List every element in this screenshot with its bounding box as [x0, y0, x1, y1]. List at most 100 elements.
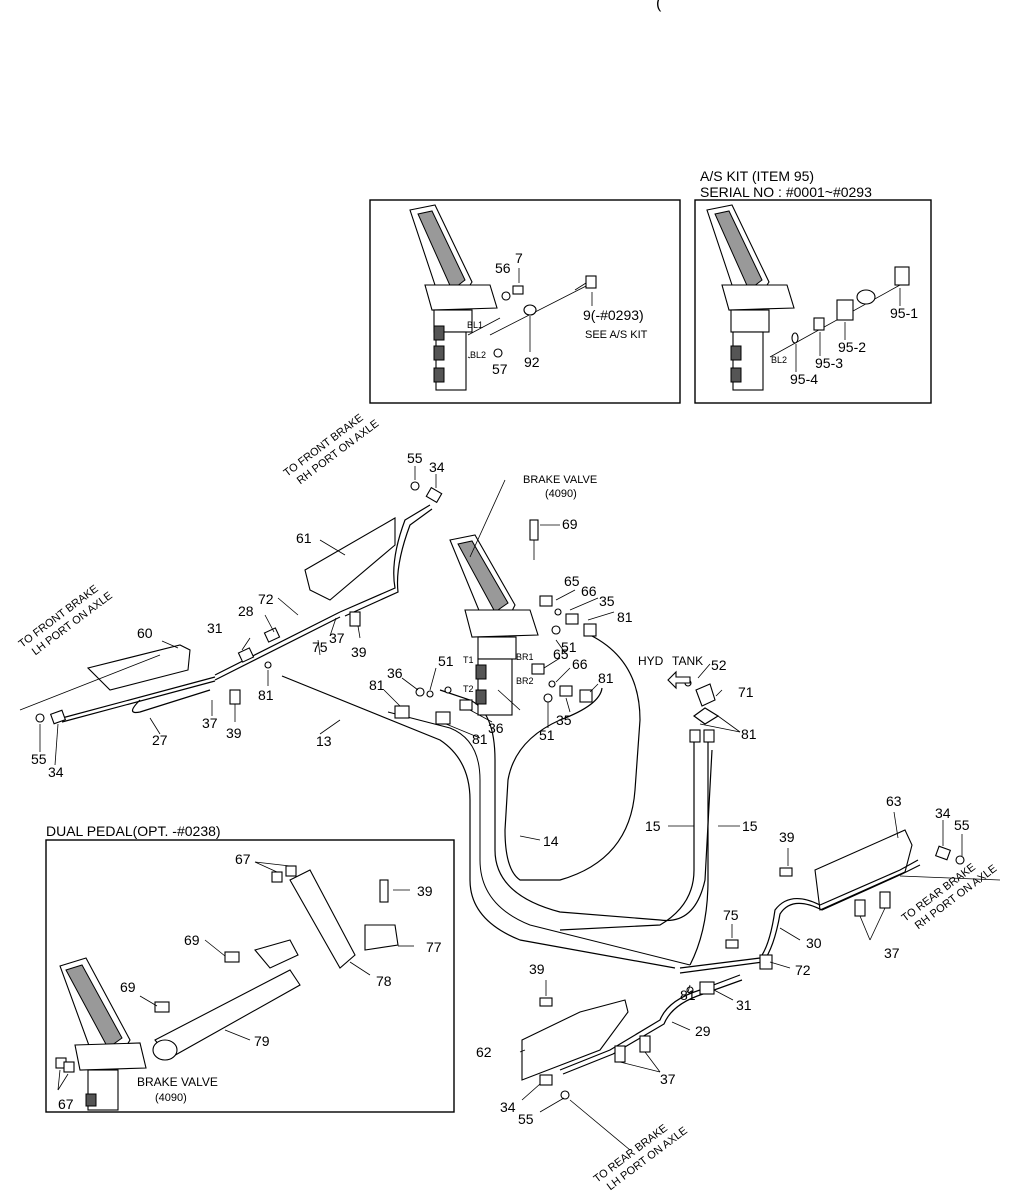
brake-valve-detail-inset: 56 7 9(-#0293) SEE A/S KIT BL1 BL2 57 92: [369, 199, 681, 404]
callout-56: 56: [495, 260, 511, 276]
callout: 51: [539, 727, 555, 743]
label-tank: TANK: [672, 654, 703, 668]
dual-brake-valve-code: (4090): [155, 1092, 187, 1104]
callout-67-top: 67: [235, 851, 251, 867]
callout: 61: [296, 530, 312, 546]
callout: 55: [954, 817, 970, 833]
callout-95-3: 95-3: [815, 355, 843, 371]
callout: 39: [226, 725, 242, 741]
callout-78: 78: [376, 973, 392, 989]
callout: 63: [886, 793, 902, 809]
callout: 37: [884, 945, 900, 961]
callout-67-bottom: 67: [58, 1096, 74, 1112]
callout: 34: [935, 805, 951, 821]
callout-92: 92: [524, 354, 540, 370]
callout: 65: [564, 573, 580, 589]
callout: 66: [581, 583, 597, 599]
callout: 81: [258, 687, 274, 703]
hose-lines: [281, 634, 713, 969]
callout-95-2: 95-2: [838, 339, 866, 355]
port-t1: T1: [463, 655, 474, 665]
callout: 34: [500, 1099, 516, 1115]
callout-79: 79: [254, 1033, 270, 1049]
callout: 81: [472, 731, 488, 747]
port-bl2: BL2: [470, 350, 486, 360]
callout-57: 57: [492, 361, 508, 377]
callout-69-dual-upper: 69: [184, 932, 200, 948]
dual-pedal-illustration: [55, 865, 399, 1111]
callout: 55: [518, 1111, 534, 1127]
callout-9: 9(-#0293): [583, 307, 644, 323]
callout-77: 77: [426, 939, 442, 955]
brake-valve-main-illustration: [449, 519, 539, 716]
port-br2: BR2: [516, 676, 534, 686]
callout: 28: [238, 603, 254, 619]
callout: 27: [152, 732, 168, 748]
hyd-tank-arrow: HYD TANK: [638, 654, 703, 690]
callout: 51: [561, 639, 577, 655]
callout: 39: [779, 829, 795, 845]
callout-95-4: 95-4: [790, 371, 818, 387]
callout: 52: [711, 657, 727, 673]
callout: 60: [137, 625, 153, 641]
rear-brake-lines: [521, 829, 965, 1100]
callout: 66: [572, 656, 588, 672]
callout-39-dual: 39: [417, 883, 433, 899]
as-kit-inset: A/S KIT (ITEM 95) SERIAL NO : #0001~#029…: [694, 168, 932, 404]
as-kit-pedal-illustration: [706, 204, 795, 391]
callout: 81: [369, 677, 385, 693]
callout: 14: [543, 833, 559, 849]
callout: 55: [407, 450, 423, 466]
callout: 37: [660, 1071, 676, 1087]
callout: 39: [351, 644, 367, 660]
as-kit-title: A/S KIT (ITEM 95): [700, 168, 814, 184]
callout: 72: [258, 591, 274, 607]
callout: 39: [529, 961, 545, 977]
callout-95-1: 95-1: [890, 305, 918, 321]
callout-69-dual-lower: 69: [120, 979, 136, 995]
note-see-as-kit: SEE A/S KIT: [585, 329, 648, 341]
callout: 51: [438, 653, 454, 669]
callout: 62: [476, 1044, 492, 1060]
heading-fragment: (: [656, 0, 662, 12]
callout: 29: [695, 1023, 711, 1039]
callout: 15: [742, 818, 758, 834]
callout: 65: [553, 646, 569, 662]
callout: 75: [723, 907, 739, 923]
dual-brake-valve-label: BRAKE VALVE: [137, 1075, 218, 1089]
callout: 81: [680, 987, 696, 1003]
note-rear-lh: TO REAR BRAKE LH PORT ON AXLE: [592, 1122, 690, 1193]
callout: 81: [741, 726, 757, 742]
callout: 34: [429, 459, 445, 475]
callout: 36: [387, 665, 403, 681]
callout: 75: [312, 639, 328, 655]
leader-lines: [19, 466, 1001, 1151]
callout: 13: [316, 733, 332, 749]
note-front-lh: TO FRONT BRAKE LH PORT ON AXLE: [17, 583, 115, 658]
callout: 35: [556, 712, 572, 728]
callout: 81: [617, 609, 633, 625]
front-brake-lines: [35, 481, 443, 725]
note-rear-rh: TO REAR BRAKE RH PORT ON AXLE: [900, 861, 1000, 932]
port-bl2-kit: BL2: [771, 355, 787, 365]
note-front-rh: TO FRONT BRAKE RH PORT ON AXLE: [282, 412, 382, 487]
dual-pedal-inset: DUAL PEDAL(OPT. -#0238): [45, 823, 455, 1113]
callout: 69: [562, 516, 578, 532]
port-t2: T2: [463, 684, 474, 694]
callout: 37: [202, 715, 218, 731]
dual-pedal-title: DUAL PEDAL(OPT. -#0238): [46, 823, 221, 839]
label-hyd: HYD: [638, 654, 664, 668]
note-brake-valve-code: (4090): [545, 488, 577, 500]
callout: 55: [31, 751, 47, 767]
callout: 35: [599, 593, 615, 609]
callout: 31: [207, 620, 223, 636]
callout: 71: [738, 684, 754, 700]
callout: 37: [329, 630, 345, 646]
port-bl1: BL1: [467, 320, 483, 330]
callout: 30: [806, 935, 822, 951]
callout-7: 7: [515, 250, 523, 266]
port-br1: BR1: [516, 652, 534, 662]
as-kit-serial: SERIAL NO : #0001~#0293: [700, 184, 872, 200]
callout: 15: [645, 818, 661, 834]
